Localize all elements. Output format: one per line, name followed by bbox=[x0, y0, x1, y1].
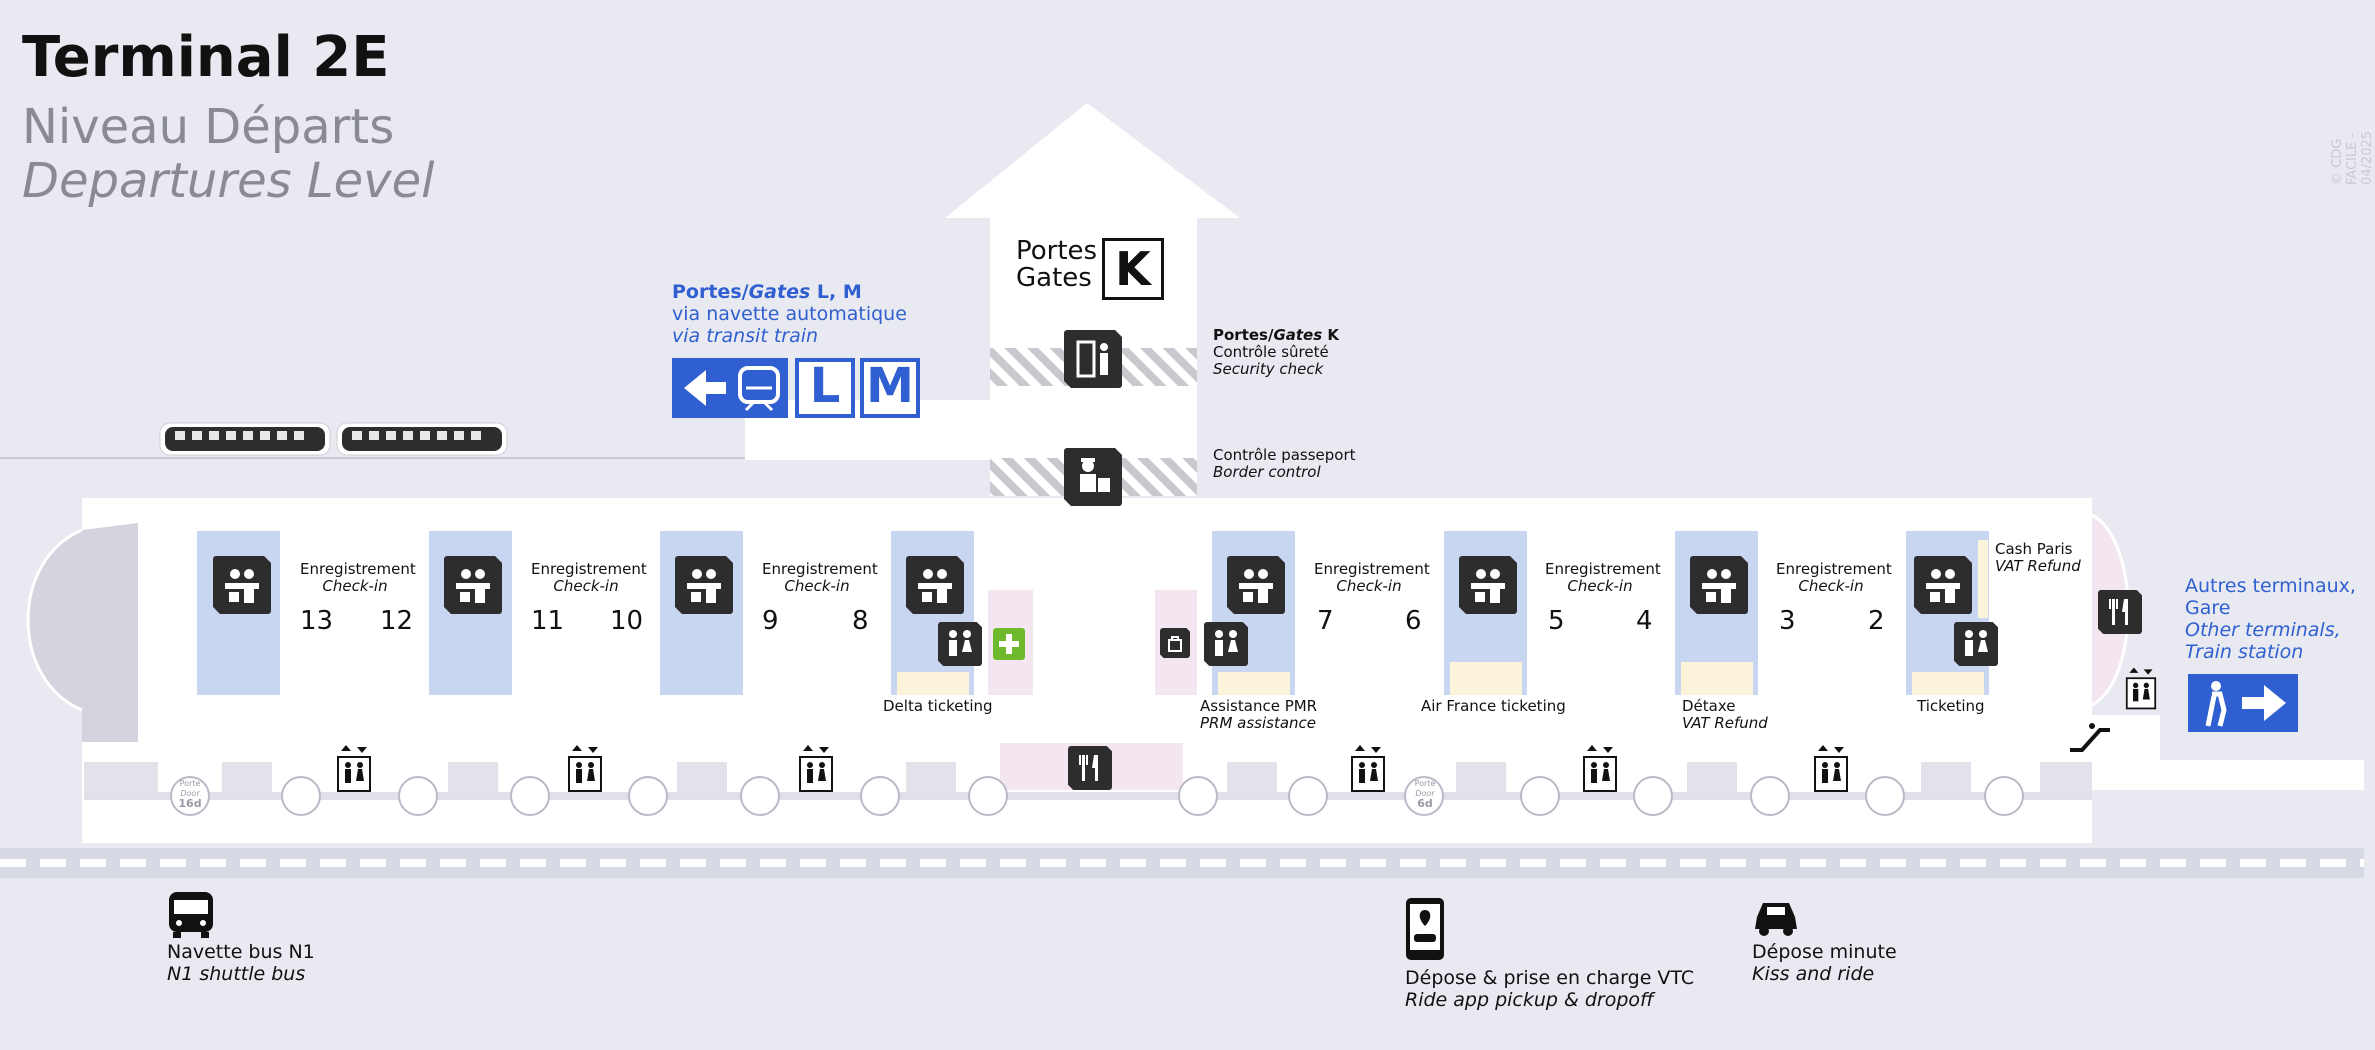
gate-strip bbox=[84, 762, 2092, 816]
gates-lm-line2: via navette automatique bbox=[672, 303, 907, 325]
transit-train bbox=[159, 422, 508, 456]
gate-m-letter: M bbox=[866, 358, 914, 414]
shop-bag-icon bbox=[1160, 628, 1190, 658]
checkin-label: Enregistrement bbox=[1314, 560, 1430, 578]
checkin-label-en: Check-in bbox=[553, 577, 619, 595]
counter-number: 12 bbox=[380, 606, 414, 636]
shuttle-bus-label-en: N1 shuttle bus bbox=[167, 963, 306, 985]
checkin-label-en: Check-in bbox=[1798, 577, 1864, 595]
gates-k-sign: K bbox=[1102, 238, 1164, 300]
counter-number: 5 bbox=[1548, 606, 1565, 636]
checkin-icon bbox=[1914, 556, 1972, 614]
other-terminals-label-en: Other terminals, bbox=[2185, 619, 2341, 641]
elevator-restroom-icon bbox=[1814, 745, 1848, 792]
train-station-label-fr: Gare bbox=[2185, 597, 2231, 619]
checkin-icon bbox=[444, 556, 502, 614]
security-label-fr: Contrôle sûreté bbox=[1213, 343, 1329, 361]
kiss-and-ride-car-icon bbox=[1755, 903, 1797, 936]
other-terminals-label-fr: Autres terminaux, bbox=[2185, 575, 2356, 597]
checkin-label: Enregistrement bbox=[531, 560, 647, 578]
air-france-ticketing-label: Air France ticketing bbox=[1421, 697, 1566, 715]
first-aid-icon bbox=[993, 628, 1025, 660]
border-control-icon bbox=[1064, 448, 1122, 506]
checkin-label: Enregistrement bbox=[300, 560, 416, 578]
counter-number: 8 bbox=[852, 606, 869, 636]
counter-number: 6 bbox=[1405, 606, 1422, 636]
elevator-restroom-icon bbox=[568, 745, 602, 792]
restaurant-icon bbox=[2098, 590, 2142, 634]
counter-number: 3 bbox=[1779, 606, 1796, 636]
vtc-label: Dépose & prise en charge VTC bbox=[1405, 967, 1695, 989]
door-label-en: Door bbox=[1415, 789, 1435, 798]
watermark: © CDG FACILE - 04/2025 bbox=[2330, 130, 2375, 185]
checkin-icon bbox=[1690, 556, 1748, 614]
gates-lm-title: Portes/Gates L, M bbox=[672, 281, 862, 303]
gate-l-letter: L bbox=[809, 358, 841, 414]
passport-label-fr: Contrôle passeport bbox=[1213, 446, 1356, 464]
checkin-label-en: Check-in bbox=[322, 577, 388, 595]
elevator-restroom-icon bbox=[799, 745, 833, 792]
checkin-label-en: Check-in bbox=[784, 577, 850, 595]
detaxe-label: Détaxe bbox=[1682, 697, 1736, 715]
gates-k-label: Portes Gates bbox=[1016, 236, 1098, 294]
checkin-icon bbox=[1227, 556, 1285, 614]
vtc-label-en: Ride app pickup & dropoff bbox=[1405, 989, 1654, 1011]
counter-number: 2 bbox=[1868, 606, 1885, 636]
door-label: Porte bbox=[1414, 779, 1436, 788]
counter-number: 11 bbox=[531, 606, 565, 636]
security-label-en: Security check bbox=[1213, 360, 1324, 378]
kiss-and-ride-label: Dépose minute bbox=[1752, 941, 1897, 963]
walk-direction-sign bbox=[2188, 674, 2298, 732]
page-title: Terminal 2E bbox=[22, 25, 390, 90]
pmr-assistance-label-en: PRM assistance bbox=[1200, 714, 1317, 732]
bus-icon bbox=[169, 892, 213, 938]
checkin-icon bbox=[213, 556, 271, 614]
checkin-icon bbox=[675, 556, 733, 614]
kiss-and-ride-label-en: Kiss and ride bbox=[1752, 963, 1875, 985]
counter-number: 13 bbox=[300, 606, 334, 636]
security-title: Portes/Gates K bbox=[1213, 326, 1340, 344]
train-station-label-en: Train station bbox=[2185, 641, 2304, 663]
door-number: 16d bbox=[178, 797, 202, 810]
elevator-restroom-icon bbox=[1583, 745, 1617, 792]
delta-ticketing-label: Delta ticketing bbox=[883, 697, 993, 715]
page-subtitle-fr: Niveau Départs bbox=[22, 99, 395, 155]
door-label-en: Door bbox=[180, 789, 200, 798]
checkin-icon bbox=[1459, 556, 1517, 614]
detaxe-label-en: VAT Refund bbox=[1682, 714, 1768, 732]
counter-number: 7 bbox=[1317, 606, 1334, 636]
checkin-label: Enregistrement bbox=[762, 560, 878, 578]
restroom-icon bbox=[1954, 622, 1998, 666]
checkin-label-en: Check-in bbox=[1336, 577, 1402, 595]
elevator-restroom-icon bbox=[337, 745, 371, 792]
restroom-icon bbox=[938, 622, 982, 666]
page-subtitle-en: Departures Level bbox=[22, 153, 435, 209]
ticketing-label: Ticketing bbox=[1917, 697, 1985, 715]
security-check-icon bbox=[1064, 330, 1122, 388]
elevator-restroom-icon bbox=[2125, 667, 2157, 710]
checkin-label: Enregistrement bbox=[1545, 560, 1661, 578]
restaurant-icon bbox=[1068, 746, 1112, 790]
counter-number: 4 bbox=[1636, 606, 1653, 636]
cash-paris-label-en: VAT Refund bbox=[1995, 557, 2081, 575]
shuttle-bus-label: Navette bus N1 bbox=[167, 941, 315, 963]
counter-number: 9 bbox=[762, 606, 779, 636]
gates-lm-sign bbox=[672, 358, 920, 418]
cash-paris-label: Cash Paris bbox=[1995, 540, 2073, 558]
checkin-icon bbox=[906, 556, 964, 614]
main-hall bbox=[82, 498, 2092, 843]
elevator-restroom-icon bbox=[1351, 745, 1385, 792]
ride-app-phone-icon bbox=[1406, 898, 1444, 960]
escalator-icon bbox=[2070, 723, 2110, 752]
checkin-label-en: Check-in bbox=[1567, 577, 1633, 595]
checkin-label: Enregistrement bbox=[1776, 560, 1892, 578]
door-number: 6d bbox=[1417, 797, 1433, 810]
passport-label-en: Border control bbox=[1213, 463, 1321, 481]
gates-lm-line3: via transit train bbox=[672, 325, 819, 347]
pmr-assistance-label: Assistance PMR bbox=[1200, 697, 1318, 715]
counter-number: 10 bbox=[610, 606, 644, 636]
door-label: Porte bbox=[179, 779, 201, 788]
restroom-icon bbox=[1204, 622, 1248, 666]
